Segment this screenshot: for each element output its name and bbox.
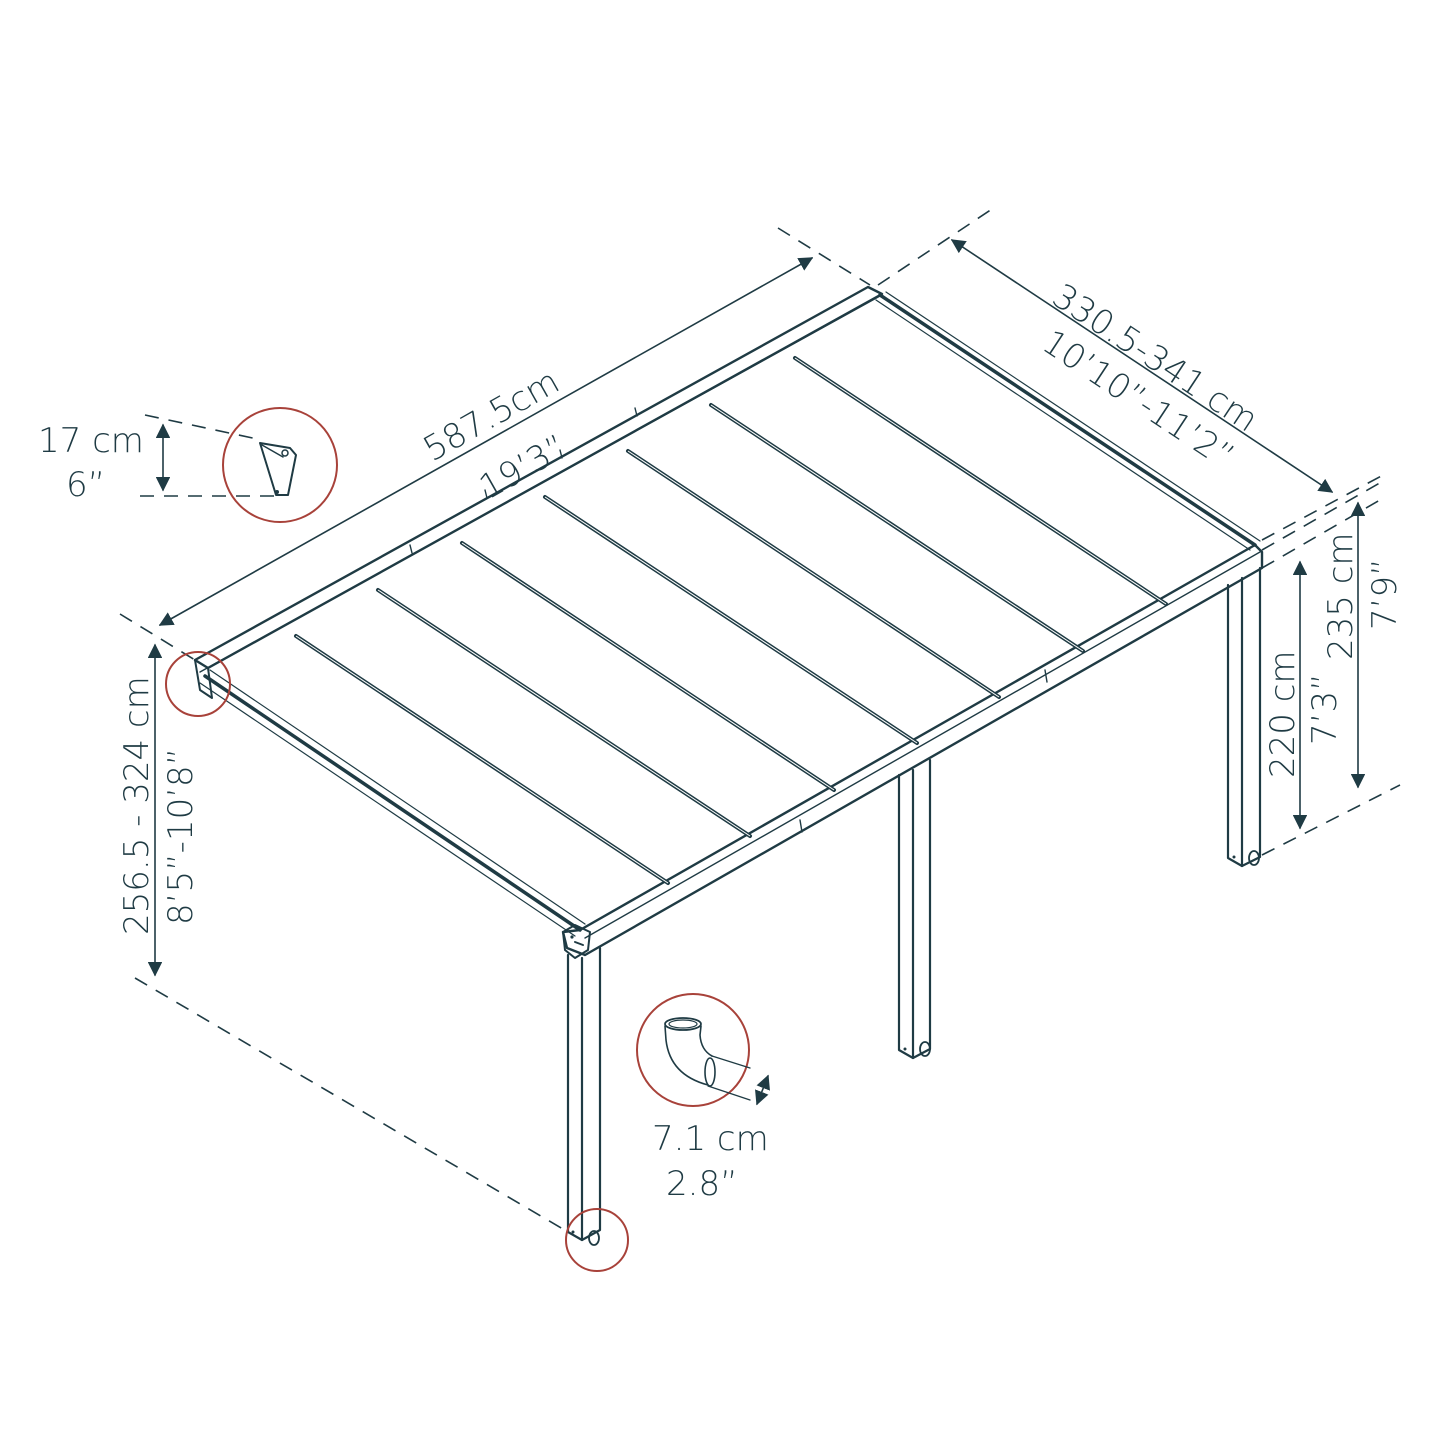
post-height-high-metric-label: 235 cm [1321, 532, 1361, 660]
wall-corner-callout [165, 651, 231, 717]
dimension-post-heights: 220 cm 7’3” 235 cm 7’9” [1261, 479, 1405, 856]
post-front-left [566, 946, 602, 1246]
front-height-metric-label: 256.5 - 324 cm [117, 676, 157, 935]
downpipe-elbow-icon [664, 1017, 751, 1101]
post-height-low-metric-label: 220 cm [1263, 650, 1303, 778]
downpipe-metric-label: 7.1 cm [652, 1119, 769, 1159]
post-height-high-imperial-label: 7’9” [1365, 558, 1405, 630]
downpipe-callout: 7.1 cm 2.8” [636, 993, 770, 1204]
post-middle [897, 758, 932, 1060]
dimension-front-height: 256.5 - 324 cm 8’5”-10’8” [117, 643, 569, 1233]
wall-bracket-icon [259, 442, 297, 496]
bracket-imperial-label: 6” [66, 465, 105, 505]
post-right [1226, 566, 1262, 868]
post-height-low-imperial-label: 7’3” [1305, 673, 1345, 745]
downpipe-imperial-label: 2.8” [666, 1164, 738, 1204]
front-height-imperial-label: 8’5”-10’8” [161, 748, 201, 925]
dimension-length: 587.5cm 19’3” [119, 227, 871, 661]
post-foot-callout [565, 1208, 629, 1272]
bracket-metric-label: 17 cm [38, 421, 144, 461]
dimension-depth: 330.5-341 cm 10’10”-11’2” [877, 206, 1386, 541]
wall-bracket-callout: 17 cm 6” [38, 407, 338, 523]
